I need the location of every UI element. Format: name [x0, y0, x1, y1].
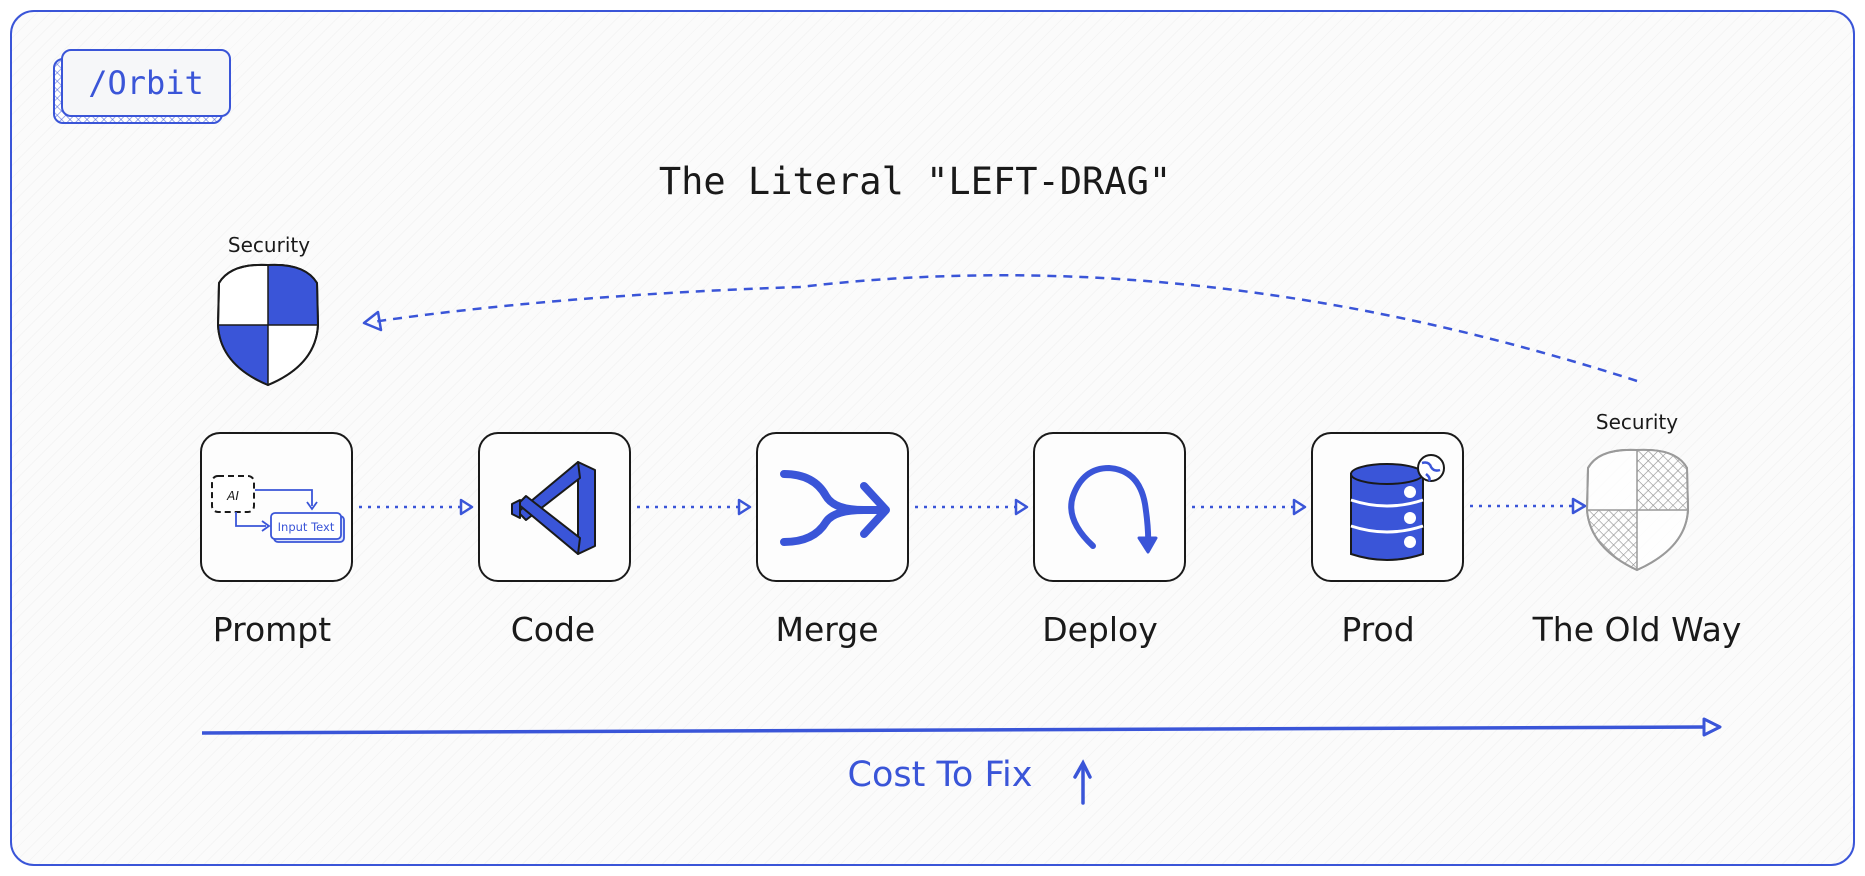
diagram-frame — [10, 10, 1855, 866]
security-label-left: Security — [227, 233, 311, 257]
step-box-prompt: AI Input Text — [200, 432, 353, 582]
shield-icon — [216, 263, 320, 387]
step-label-code: Code — [510, 610, 596, 649]
code-editor-icon — [511, 461, 596, 555]
deploy-arc-arrow-icon — [1068, 464, 1158, 554]
cost-timeline-arrow — [201, 717, 1722, 737]
step-box-prod — [1311, 432, 1464, 582]
orbit-logo: /Orbit — [61, 49, 231, 117]
cost-to-fix-label: Cost To Fix — [847, 755, 1033, 795]
prompt-ai-icon: AI Input Text — [211, 475, 345, 543]
security-label-right: Security — [1595, 410, 1679, 434]
prompt-ai-text: AI — [226, 489, 239, 503]
step-box-code — [478, 432, 631, 582]
arrow-up-icon — [1073, 759, 1092, 805]
step-box-deploy — [1033, 432, 1186, 582]
diagram-title: The Literal "LEFT-DRAG" — [658, 160, 1172, 203]
step-label-deploy: Deploy — [1042, 610, 1158, 649]
prompt-input-text: Input Text — [278, 520, 335, 534]
step-label-prod: Prod — [1341, 610, 1415, 649]
step-label-prompt: Prompt — [212, 610, 332, 649]
database-globe-icon — [1350, 454, 1445, 561]
merge-icon — [780, 470, 890, 546]
connector-arrows — [359, 497, 1587, 516]
logo-text: /Orbit — [88, 64, 204, 102]
shield-hatched-icon — [1585, 448, 1690, 572]
step-box-merge — [756, 432, 909, 582]
step-label-merge: Merge — [775, 610, 879, 649]
shift-left-arrow — [362, 274, 1638, 383]
step-label-old-way: The Old Way — [1532, 610, 1742, 649]
